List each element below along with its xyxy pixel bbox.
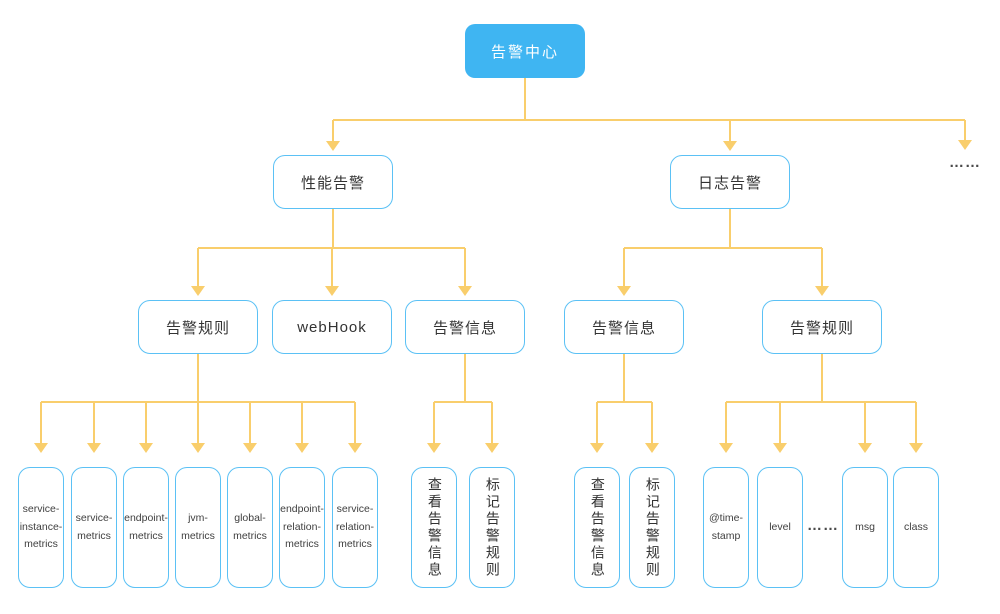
connector-perf-rules-leaves xyxy=(40,354,356,443)
leaf-log-mark-alert-rules: 标记告警规则 xyxy=(629,467,675,588)
leaf-service-metrics: service-metrics xyxy=(71,467,117,588)
leaf-log-view-alert-info: 查看告警信息 xyxy=(574,467,620,588)
leaf-jvm-metrics: jvm-metrics xyxy=(175,467,221,588)
node-log-alert: 日志告警 xyxy=(670,155,790,209)
leaf-perf-view-alert-info: 查看告警信息 xyxy=(411,467,457,588)
node-perf-alert-rules: 告警规则 xyxy=(138,300,258,354)
connector-log-children xyxy=(623,209,823,286)
leaf-perf-mark-alert-rules: 标记告警规则 xyxy=(469,467,515,588)
leaf-service-instance-metrics: service-instance-metrics xyxy=(18,467,64,588)
connector-performance-children xyxy=(197,209,466,286)
leaf-timestamp-field: @time-stamp xyxy=(703,467,749,588)
node-perf-alert-info: 告警信息 xyxy=(405,300,525,354)
leaf-endpoint-metrics: endpoint-metrics xyxy=(123,467,169,588)
connector-root-to-level2 xyxy=(332,77,966,141)
leaf-service-relation-metrics: service-relation-metrics xyxy=(332,467,378,588)
node-alert-center: 告警中心 xyxy=(465,24,585,78)
connector-log-rules-leaves xyxy=(725,354,917,443)
more-branches-ellipsis: …… xyxy=(949,154,981,171)
more-fields-ellipsis: …… xyxy=(807,517,839,534)
node-webhook: webHook xyxy=(272,300,392,354)
node-performance-alert: 性能告警 xyxy=(273,155,393,209)
leaf-global-metrics: global-metrics xyxy=(227,467,273,588)
connector-log-info-leaves xyxy=(596,354,653,443)
node-log-alert-rules: 告警规则 xyxy=(762,300,882,354)
leaf-msg-field: msg xyxy=(842,467,888,588)
connector-perf-info-leaves xyxy=(433,354,493,443)
leaf-level-field: level xyxy=(757,467,803,588)
leaf-class-field: class xyxy=(893,467,939,588)
node-log-alert-info: 告警信息 xyxy=(564,300,684,354)
arrowheads xyxy=(34,140,972,453)
leaf-endpoint-relation-metrics: endpoint-relation-metrics xyxy=(279,467,325,588)
